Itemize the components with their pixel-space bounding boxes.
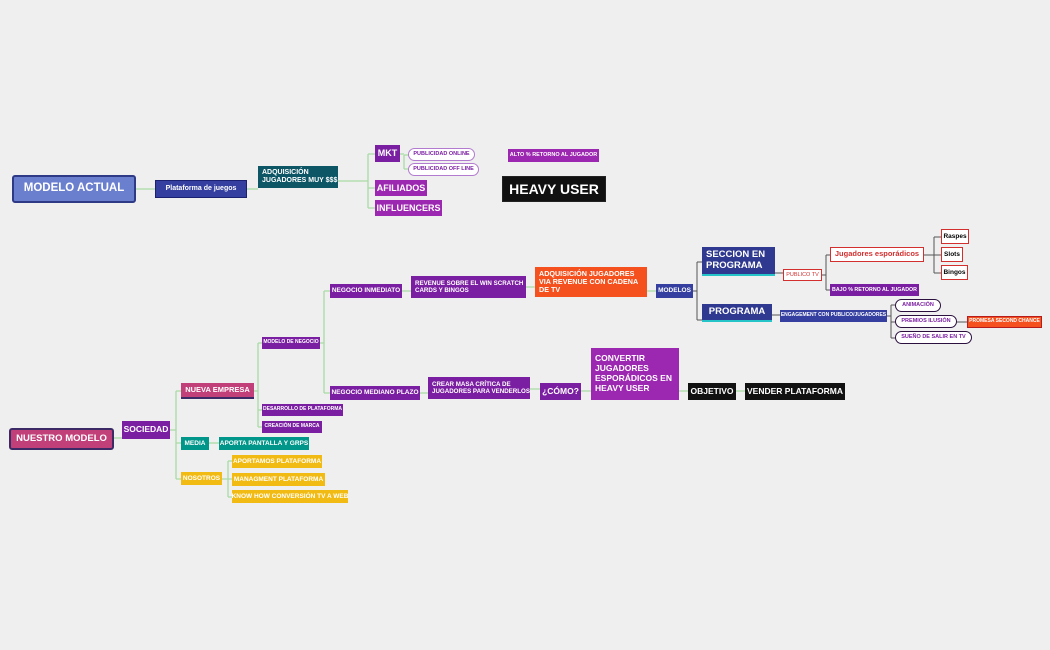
link-publico-branches [822, 254, 830, 291]
adquisicion-jugadores-node[interactable]: ADQUISICIÓN JUGADORES MUY $$$ [258, 166, 338, 188]
seccion-programa-node[interactable]: SECCION EN PROGRAMA [702, 247, 775, 276]
plataforma-node[interactable]: Plataforma de juegos [155, 180, 247, 198]
link-jugadores-games [924, 236, 941, 274]
premios-ilusion-node[interactable]: PREMIOS ILUSIÓN [895, 315, 957, 328]
convertir-node[interactable]: CONVERTIR JUGADORES ESPORÁDICOS EN HEAVY… [591, 348, 679, 400]
link-nueva-branches [254, 342, 262, 428]
objetivo-node[interactable]: OBJETIVO [688, 383, 736, 400]
desarrollo-plataforma-node[interactable]: DESARROLLO DE PLATAFORMA [262, 404, 343, 416]
creacion-marca-node[interactable]: CREACIÓN DE MARCA [262, 421, 322, 433]
slots-node[interactable]: Slots [941, 247, 963, 262]
link-sociedad-branches [170, 390, 181, 480]
know-how-node[interactable]: KNOW HOW CONVERSIÓN TV A WEB [232, 490, 348, 503]
engagement-node[interactable]: ENGAGEMENT CON PUBLICO/JUGADORES [780, 310, 887, 322]
publicidad-offline-node[interactable]: PUBLICIDAD OFF LINE [408, 163, 479, 176]
link-adq-branches [338, 153, 375, 209]
sueno-salir-tv-node[interactable]: SUEÑO DE SALIR EN TV [895, 331, 972, 344]
nuestro-modelo-root[interactable]: NUESTRO MODELO [9, 428, 114, 450]
link-modelos-branches [693, 261, 702, 321]
programa-node[interactable]: PROGRAMA [702, 304, 772, 322]
animacion-node[interactable]: ANIMACIÓN [895, 299, 941, 312]
nueva-empresa-node[interactable]: NUEVA EMPRESA [181, 383, 254, 399]
heavy-user-node[interactable]: HEAVY USER [502, 176, 606, 202]
link-mediano-chain [420, 388, 745, 394]
publicidad-online-node[interactable]: PUBLICIDAD ONLINE [408, 148, 475, 161]
promesa-second-chance-node[interactable]: PROMESA SECOND CHANCE [967, 316, 1042, 328]
modelo-actual-root[interactable]: MODELO ACTUAL [12, 175, 136, 203]
nosotros-node[interactable]: NOSOTROS [181, 472, 222, 485]
media-node[interactable]: MEDIA [181, 437, 209, 450]
alto-retorno-node[interactable]: ALTO % RETORNO AL JUGADOR [508, 149, 599, 162]
crear-masa-critica-node[interactable]: CREAR MASA CRÍTICA DE JUGADORES PARA VEN… [428, 377, 530, 399]
negocio-mediano-plazo-node[interactable]: NEGOCIO MEDIANO PLAZO [330, 386, 420, 400]
link-nosotros-branches [222, 460, 232, 498]
managment-plataforma-node[interactable]: MANAGMENT PLATAFORMA [232, 473, 325, 486]
aporta-pantalla-node[interactable]: APORTA PANTALLA Y GRPS [219, 437, 309, 450]
raspes-node[interactable]: Raspes [941, 229, 969, 244]
sociedad-node[interactable]: SOCIEDAD [122, 421, 170, 439]
link-modelo-negocio [320, 290, 330, 394]
vender-plataforma-node[interactable]: VENDER PLATAFORMA [745, 383, 845, 400]
link-mkt-pub [400, 153, 408, 170]
negocio-inmediato-node[interactable]: NEGOCIO INMEDIATO [330, 284, 402, 298]
influencers-node[interactable]: INFLUENCERS [375, 200, 442, 216]
adquisicion-revenue-node[interactable]: ADQUISICIÓN JUGADORES VIA REVENUE CON CA… [535, 267, 647, 297]
aportamos-plataforma-node[interactable]: APORTAMOS PLATAFORMA [232, 455, 322, 468]
afiliados-node[interactable]: AFILIADOS [375, 180, 427, 196]
jugadores-esporadicos-node[interactable]: Jugadores esporádicos [830, 247, 924, 262]
revenue-node[interactable]: REVENUE SOBRE EL WIN SCRATCH CARDS Y BIN… [411, 276, 526, 298]
publico-tv-node[interactable]: PUBLICO TV [783, 269, 822, 281]
bajo-retorno-node[interactable]: BAJO % RETORNO AL JUGADOR [830, 284, 919, 296]
como-node[interactable]: ¿CÓMO? [540, 383, 581, 400]
bingos-node[interactable]: Bingos [941, 265, 968, 280]
link-inmediato-chain [402, 286, 656, 292]
mkt-node[interactable]: MKT [375, 145, 400, 162]
link-engagement-branches [887, 304, 895, 339]
modelos-node[interactable]: MODELOS [656, 284, 693, 298]
modelo-negocio-node[interactable]: MODELO DE NEGOCIO [262, 337, 320, 349]
